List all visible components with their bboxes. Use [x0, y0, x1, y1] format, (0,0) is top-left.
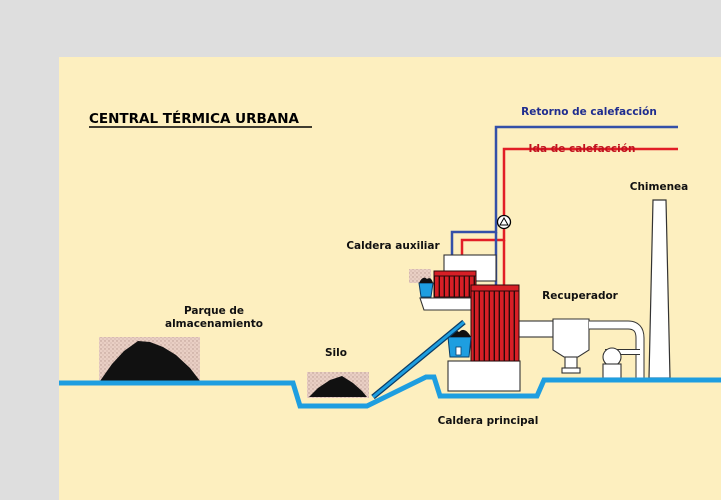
storage-coal-pile: [99, 337, 200, 381]
main-coal-feeder: [447, 329, 472, 358]
main-boiler-base: [447, 360, 521, 392]
main-boiler-label: Caldera principal: [438, 415, 539, 427]
diagram-panel: [59, 57, 721, 500]
return-heating-label: Retorno de calefacción: [521, 106, 657, 118]
aux-boiler-platform: [419, 297, 479, 311]
aux-boiler-body: [433, 272, 477, 298]
silo-coal-pile: [307, 372, 369, 398]
recuperator-label: Recuperador: [542, 290, 619, 302]
diagram-title: CENTRAL TÉRMICA URBANA: [89, 110, 300, 127]
main-boiler-body: [470, 287, 520, 362]
pump-circle-icon: [496, 214, 512, 230]
supply-heating-label: Ida de calefacción: [529, 143, 636, 155]
aux-boiler-label: Caldera auxiliar: [346, 240, 440, 252]
chimney: [648, 199, 671, 379]
aux-boiler-top: [433, 270, 477, 277]
silo-label: Silo: [325, 347, 347, 359]
chimney-label: Chimenea: [630, 181, 689, 193]
storage-label-line1: Parque de: [184, 305, 244, 317]
storage-label-line2: almacenamiento: [165, 318, 263, 330]
ground-line: [59, 374, 721, 409]
aux-coal-feeder: [409, 269, 434, 298]
main-boiler-top: [470, 284, 520, 292]
conveyor-belt-inner: [372, 320, 465, 399]
